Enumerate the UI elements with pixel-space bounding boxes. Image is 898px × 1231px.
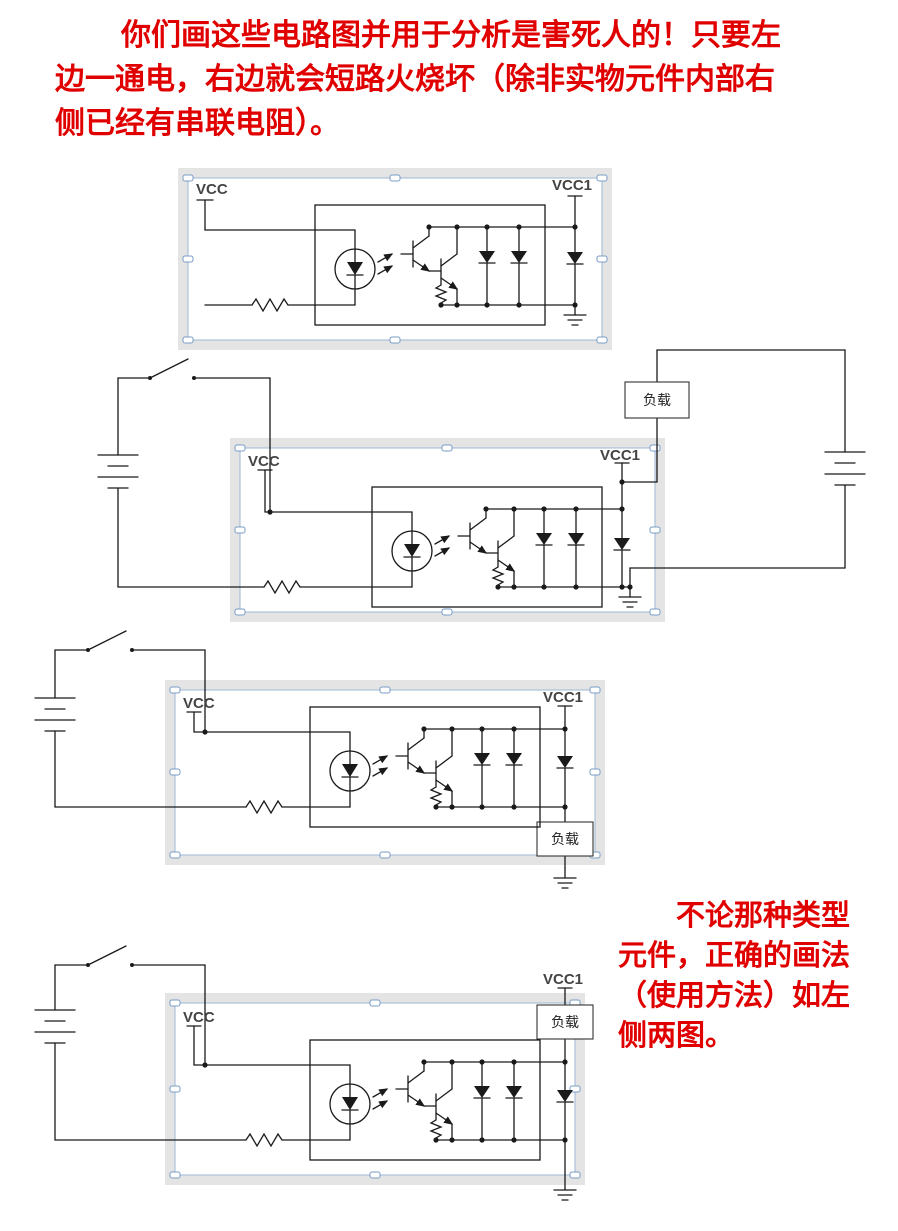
optocoupler-ic — [310, 1040, 540, 1160]
diode-icon — [557, 756, 573, 768]
vcc-label: VCC — [196, 181, 228, 198]
switch-icon — [87, 945, 127, 966]
load-label: 负载 — [551, 831, 579, 847]
selection-handles[interactable] — [169, 686, 601, 859]
optocoupler-ic — [315, 205, 545, 325]
selection-box[interactable] — [174, 689, 596, 856]
vcc1-label: VCC1 — [543, 971, 583, 988]
selection-shadow — [165, 680, 605, 865]
external-supply — [34, 630, 208, 808]
battery-icon — [34, 1009, 76, 1044]
selection-handles[interactable] — [182, 174, 608, 344]
diode-icon — [614, 538, 630, 550]
switch-icon — [149, 358, 189, 379]
wiring — [117, 349, 846, 594]
selection-handles[interactable] — [234, 444, 661, 616]
vcc-label: VCC — [183, 695, 215, 712]
resistor-icon — [245, 1133, 283, 1147]
selection-shadow — [230, 438, 665, 622]
wiring — [54, 705, 574, 869]
side-note-text: 不论那种类型元件，正确的画法（使用方法）如左侧两图。 — [618, 900, 851, 1053]
selection-shadow — [178, 168, 612, 350]
vcc1-label: VCC1 — [552, 177, 592, 194]
external-supply — [34, 945, 208, 1141]
resistor-icon — [245, 800, 283, 814]
load-box — [624, 381, 690, 419]
optocoupler-ic — [310, 707, 540, 827]
circuit-4: VCC VCC1 — [34, 945, 594, 1201]
ground-icon — [553, 867, 577, 889]
battery-icon — [824, 451, 866, 486]
battery-icon — [34, 697, 76, 732]
circuit-2: VCC VCC1 — [97, 349, 866, 622]
vcc1-label: VCC1 — [600, 447, 640, 464]
diode-icon — [557, 1090, 573, 1102]
ground-icon — [618, 586, 642, 608]
load: 负载 — [536, 1004, 594, 1040]
load-label: 负载 — [643, 392, 671, 408]
external-supply — [97, 358, 273, 588]
vcc-label: VCC — [183, 1009, 215, 1026]
vcc-label: VCC — [248, 453, 280, 470]
circuit-diagrams: VCC VCC1 — [34, 168, 866, 1201]
load-label: 负载 — [551, 1014, 579, 1030]
top-warning-text: 你们画这些电路图并用于分析是害死人的！只要左边一通电，右边就会短路火烧坏（除非实… — [55, 19, 781, 141]
load: 负载 — [624, 381, 690, 419]
selection-box[interactable] — [187, 177, 603, 341]
wiring — [196, 195, 584, 312]
switch-icon — [87, 630, 127, 651]
load-box — [536, 1004, 594, 1040]
wiring — [54, 987, 574, 1181]
battery-icon — [97, 454, 139, 489]
load: 负载 — [536, 821, 594, 857]
resistor-icon — [263, 580, 301, 594]
diode-icon — [567, 252, 583, 264]
optocoupler-ic — [372, 487, 602, 607]
ground-icon — [563, 304, 587, 326]
circuit-3: VCC VCC1 — [34, 630, 605, 889]
resistor-icon — [251, 298, 289, 312]
vcc1-label: VCC1 — [543, 689, 583, 706]
circuit-1: VCC VCC1 — [178, 168, 612, 350]
load-box — [536, 821, 594, 857]
